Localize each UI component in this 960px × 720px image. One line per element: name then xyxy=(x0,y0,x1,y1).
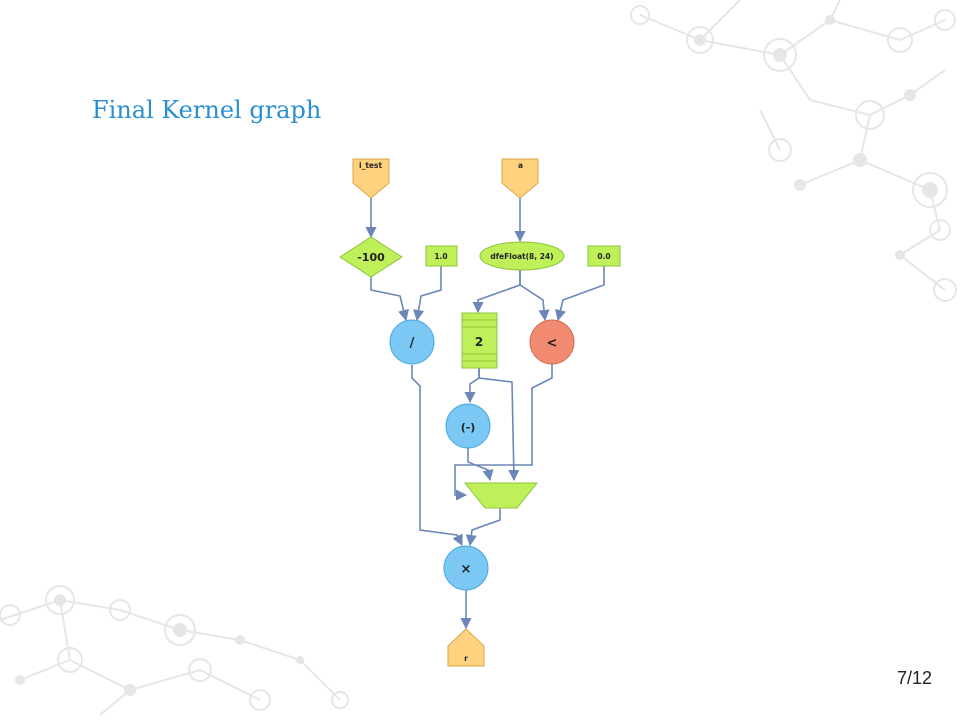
less-than-label: < xyxy=(547,336,558,351)
cast-label: dfeFloat(8, 24) xyxy=(490,252,553,261)
output-node-r: r xyxy=(447,628,485,667)
slide-title: Final Kernel graph xyxy=(92,96,322,124)
input-label-a: a xyxy=(518,161,523,170)
buffer-label: 2 xyxy=(475,335,483,349)
input-node-i-test: i_test xyxy=(352,158,390,199)
graph-edges xyxy=(365,198,605,630)
page-number: 7/12 xyxy=(897,668,933,688)
neg100-label: -100 xyxy=(357,251,385,264)
divide-label: / xyxy=(410,336,415,351)
const-0-label: 0.0 xyxy=(597,252,610,261)
mux-node xyxy=(463,482,539,509)
negate-node: (-) xyxy=(445,403,491,449)
constant-node-1: 1.0 xyxy=(425,245,458,267)
const-1-label: 1.0 xyxy=(434,252,447,261)
constant-node-neg100: -100 xyxy=(339,236,403,278)
negate-label: (-) xyxy=(461,421,476,434)
multiply-label: × xyxy=(461,562,472,577)
input-node-a: a xyxy=(501,158,539,199)
input-label-i-test: i_test xyxy=(359,161,382,170)
constant-node-0: 0.0 xyxy=(587,245,621,267)
divide-node: / xyxy=(389,319,435,365)
less-than-node: < xyxy=(529,319,575,365)
output-label-r: r xyxy=(464,654,468,663)
cast-node: dfeFloat(8, 24) xyxy=(479,241,565,271)
buffer-node: 2 xyxy=(461,312,498,369)
multiply-node: × xyxy=(443,545,489,591)
